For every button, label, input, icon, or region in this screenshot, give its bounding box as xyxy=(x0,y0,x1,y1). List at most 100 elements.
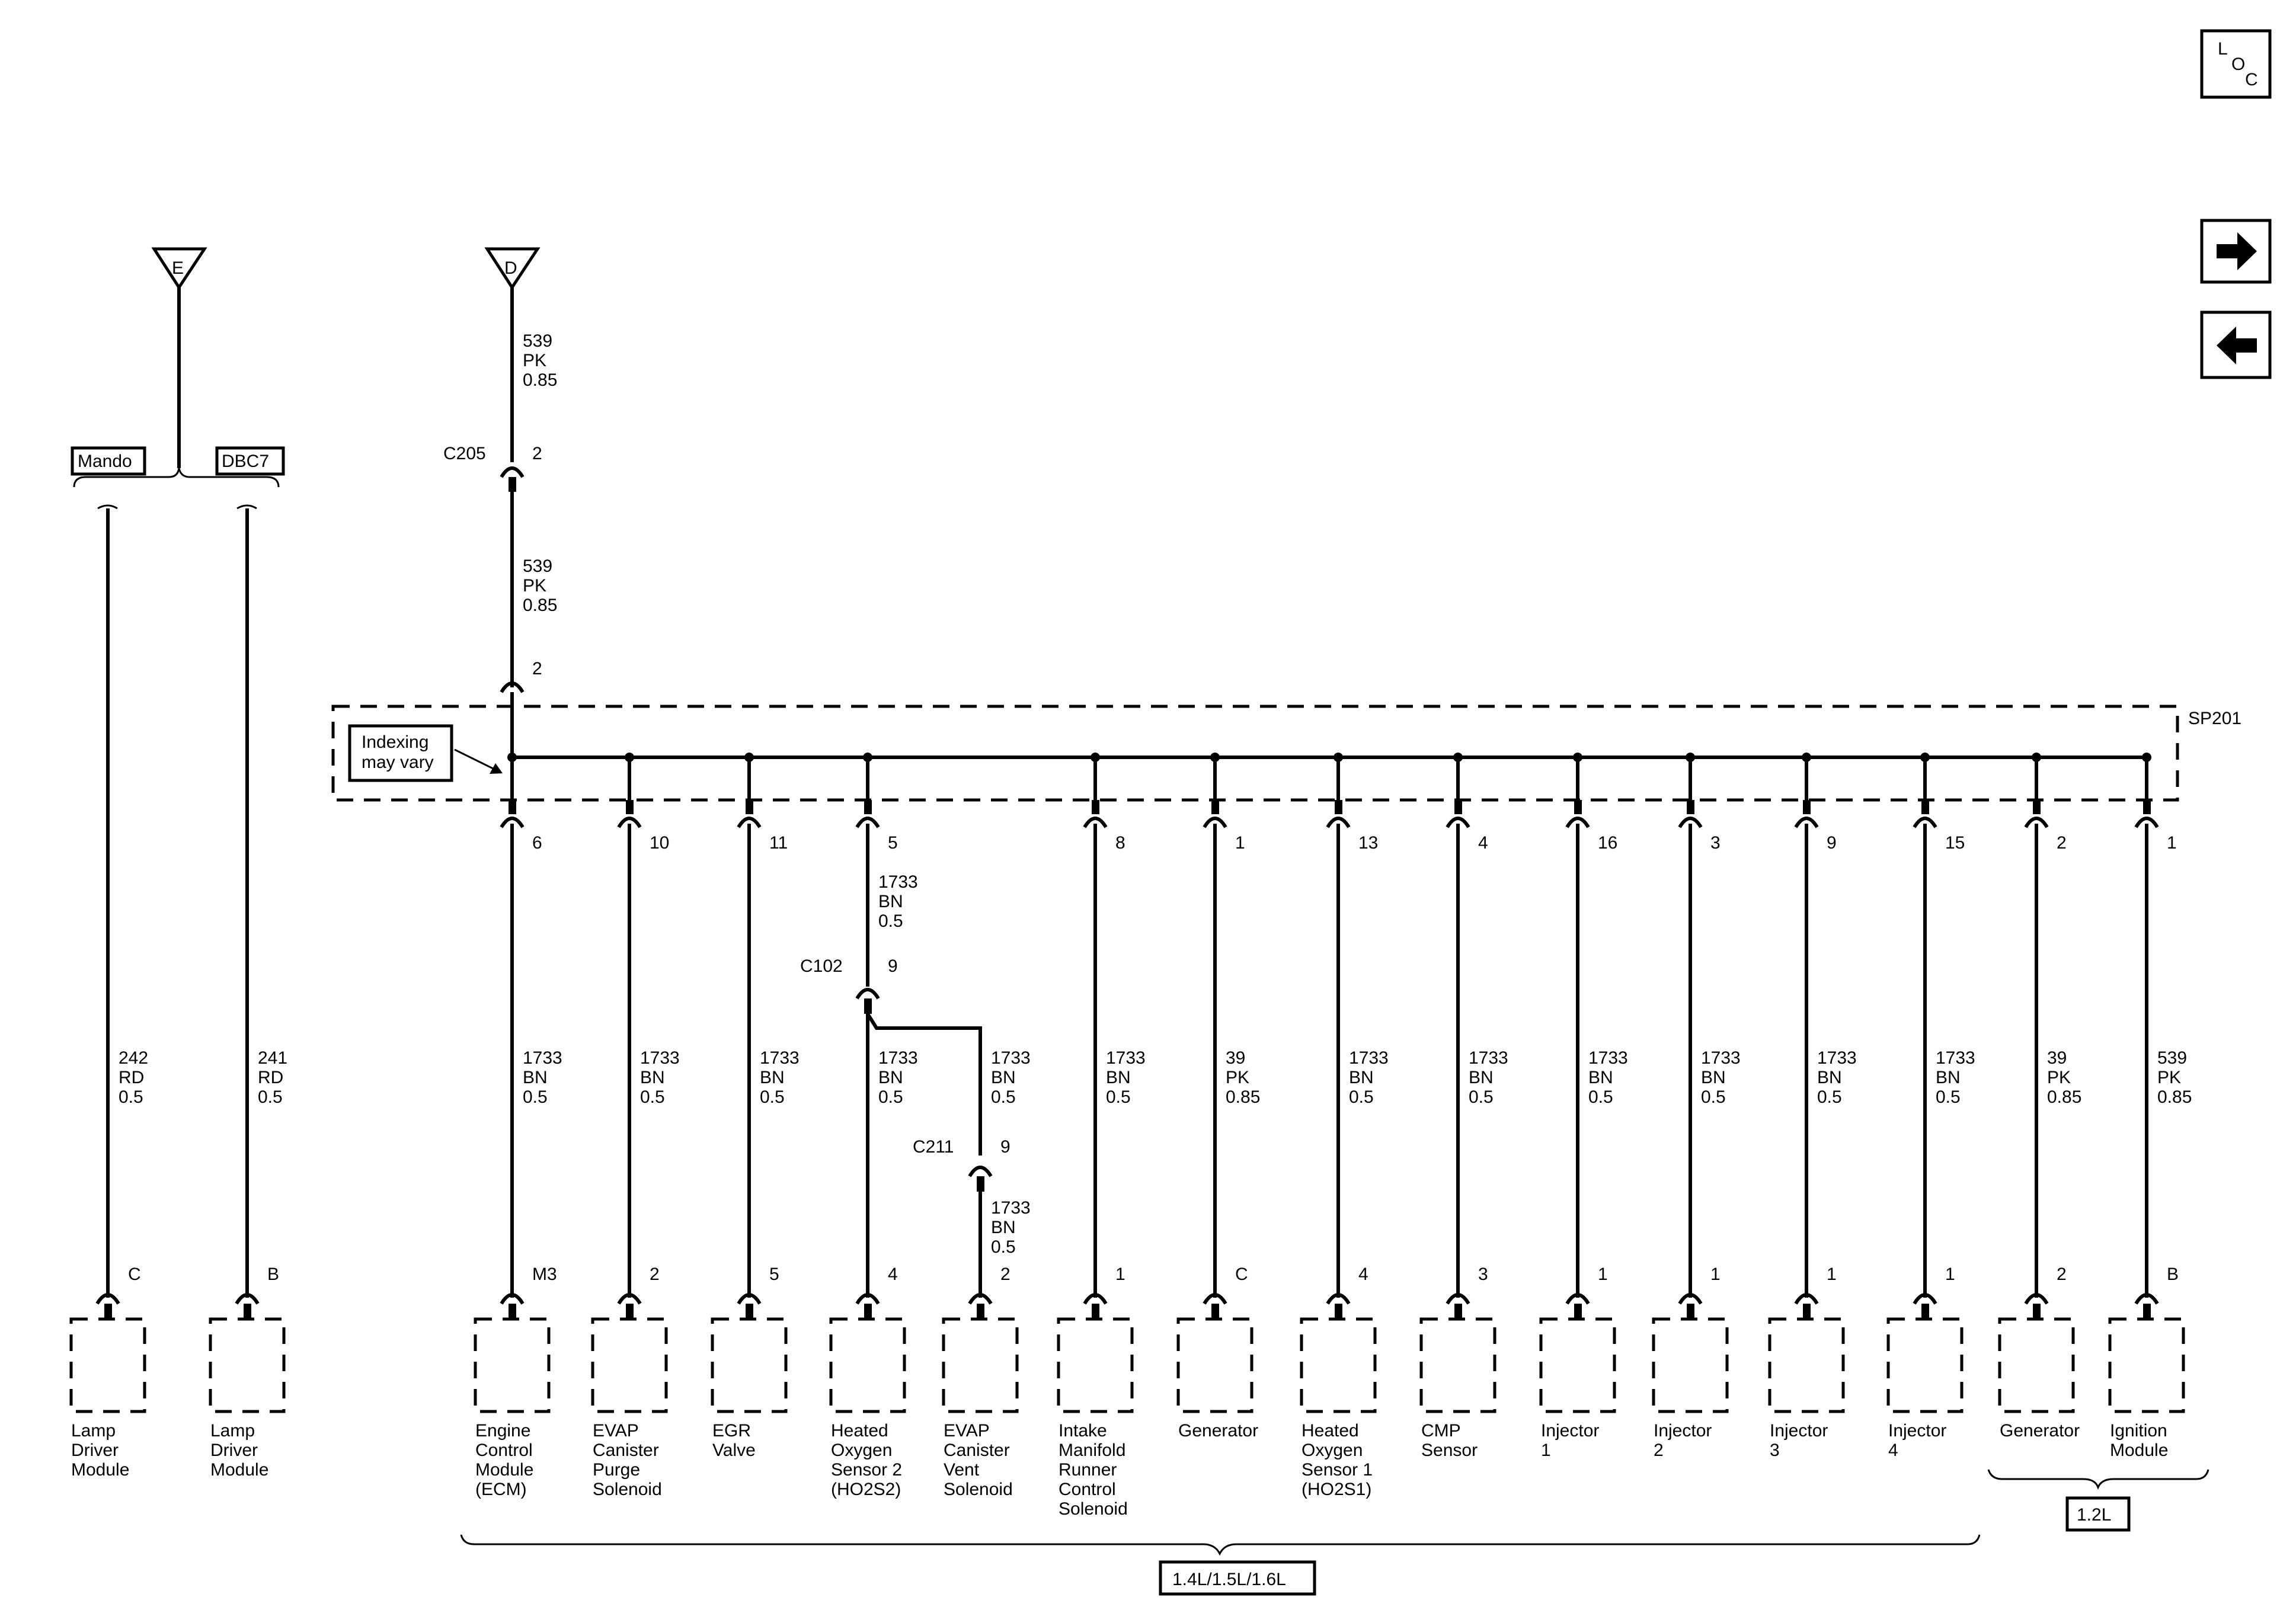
component-0-line2: Module xyxy=(475,1460,533,1480)
d-wire1-color: PK xyxy=(523,351,546,370)
component-4-line3: Solenoid xyxy=(944,1480,1013,1499)
branch-1-wire-circuit: 1733 xyxy=(640,1048,680,1068)
component-4-box xyxy=(942,1317,1019,1413)
branch-13-splice-pin: 2 xyxy=(2057,833,2067,853)
branch-10-wire-circuit: 1733 xyxy=(1701,1048,1741,1068)
branch-9-comp-pin: 1 xyxy=(1598,1265,1608,1284)
loc-button[interactable]: L O C xyxy=(2200,29,2272,99)
arrow-left-icon xyxy=(2217,327,2257,364)
component-5-line0: Intake xyxy=(1059,1421,1107,1441)
loc-letter-c: C xyxy=(2245,70,2258,89)
branch-8-wire-color: BN xyxy=(1469,1068,1494,1087)
component-11-line0: Injector xyxy=(1770,1421,1828,1441)
branch-11-wire-circuit: 1733 xyxy=(1817,1048,1857,1068)
component-8-line1: Sensor xyxy=(1421,1441,1478,1460)
branch-6-comp-pin: C xyxy=(1235,1265,1248,1284)
component-10-box xyxy=(1652,1317,1729,1413)
branch-11-splice-pin: 9 xyxy=(1827,833,1837,853)
component-10-line1: 2 xyxy=(1654,1441,1664,1460)
component-5-line1: Manifold xyxy=(1059,1441,1125,1460)
lamp-driver-module-0-line1: Driver xyxy=(71,1441,119,1460)
branch-9-wire-gauge: 0.5 xyxy=(1588,1087,1613,1107)
component-7-line2: Sensor 1 xyxy=(1302,1460,1373,1480)
group-1-2l: 1.2L xyxy=(1987,1469,2209,1532)
d-wire1-gauge: 0.85 xyxy=(523,370,557,390)
source-d-label: D xyxy=(504,258,517,278)
prev-page-button[interactable] xyxy=(2200,311,2272,379)
arrow-right-icon xyxy=(2217,232,2257,270)
component-1-line2: Purge xyxy=(593,1460,640,1480)
component-4-line1: Canister xyxy=(944,1441,1010,1460)
branch-4-wire-bottom-color: BN xyxy=(991,1218,1016,1237)
branch-0-comp-pin: M3 xyxy=(532,1265,557,1284)
branch-1-wire-color: BN xyxy=(640,1068,665,1087)
component-4-line2: Vent xyxy=(944,1460,980,1480)
component-13-line0: Generator xyxy=(2000,1421,2080,1441)
branch-14-comp-pin: B xyxy=(2167,1265,2179,1284)
branch-1-wire-gauge: 0.5 xyxy=(640,1087,665,1107)
branch-2-wire-circuit: 1733 xyxy=(760,1048,800,1068)
component-7-box xyxy=(1300,1317,1377,1413)
component-3-line3: (HO2S2) xyxy=(831,1480,901,1499)
lamp-wire-0-color: RD xyxy=(119,1068,144,1087)
branch-10-splice-pin: 3 xyxy=(1710,833,1721,853)
lamp-pin-1: B xyxy=(267,1265,279,1284)
lamp-driver-module-1-line1: Driver xyxy=(210,1441,258,1460)
component-5-line4: Solenoid xyxy=(1059,1499,1128,1519)
lamp-wire-1-circuit: 241 xyxy=(258,1048,287,1068)
branch-1-splice-pin: 10 xyxy=(650,833,669,853)
source-e-label: E xyxy=(172,258,184,278)
branch-0-wire-color: BN xyxy=(523,1068,548,1087)
component-3-line0: Heated xyxy=(831,1421,888,1441)
component-7-line3: (HO2S1) xyxy=(1302,1480,1371,1499)
component-7-line1: Oxygen xyxy=(1302,1441,1363,1460)
lamp-wire-1-color: RD xyxy=(258,1068,283,1087)
d-wire2-circuit: 539 xyxy=(523,556,552,576)
branch-12-wire-color: BN xyxy=(1936,1068,1961,1087)
branch-14-wire-circuit: 539 xyxy=(2157,1048,2187,1068)
branch-4-inline-id: C211 xyxy=(913,1137,954,1157)
branch-8-comp-pin: 3 xyxy=(1478,1265,1488,1284)
next-page-button[interactable] xyxy=(2200,219,2272,284)
group-1-4l: 1.4L/1.5L/1.6L xyxy=(460,1534,1981,1596)
branch-3-inline-pin: 9 xyxy=(888,956,898,976)
lamp-driver-branches: 242RD0.5CLampDriverModule241RD0.5BLampDr… xyxy=(69,508,287,1480)
branch-9-wire-color: BN xyxy=(1588,1068,1613,1087)
component-3-box xyxy=(829,1317,906,1413)
loc-letter-l: L xyxy=(2218,39,2228,59)
d-wire2-color: PK xyxy=(523,576,546,596)
branch-4-wire-circuit: 1733 xyxy=(991,1048,1031,1068)
branch-10-comp-pin: 1 xyxy=(1710,1265,1721,1284)
d-wire2-gauge: 0.85 xyxy=(523,596,557,615)
component-11-line1: 3 xyxy=(1770,1441,1780,1460)
branch-12-comp-pin: 1 xyxy=(1945,1265,1955,1284)
branch-9-splice-pin: 16 xyxy=(1598,833,1617,853)
branch-4-comp-pin: 2 xyxy=(1000,1265,1011,1284)
component-1-line0: EVAP xyxy=(593,1421,639,1441)
branch-14-wire-gauge: 0.85 xyxy=(2157,1087,2192,1107)
component-4-line0: EVAP xyxy=(944,1421,990,1441)
branch-8-wire-gauge: 0.5 xyxy=(1469,1087,1494,1107)
component-11-box xyxy=(1768,1317,1845,1413)
component-12-line0: Injector xyxy=(1888,1421,1946,1441)
branch-11-wire-gauge: 0.5 xyxy=(1817,1087,1842,1107)
branch-13-comp-pin: 2 xyxy=(2057,1265,2067,1284)
branch-7-wire-gauge: 0.5 xyxy=(1349,1087,1374,1107)
component-14-line0: Ignition xyxy=(2110,1421,2167,1441)
branch-1-comp-pin: 2 xyxy=(650,1265,660,1284)
branch-4-inline-pin: 9 xyxy=(1000,1137,1011,1157)
branch-4-wire-color: BN xyxy=(991,1068,1016,1087)
branch-5: 81733BN0.51IntakeManifoldRunnerControlSo… xyxy=(1057,753,1146,1519)
branch-3-wire-top-color: BN xyxy=(878,892,903,911)
branch-11-comp-pin: 1 xyxy=(1827,1265,1837,1284)
branch-11-wire-color: BN xyxy=(1817,1068,1842,1087)
indexing-note-line1: Indexing xyxy=(362,732,428,752)
d-wire1-circuit: 539 xyxy=(523,331,552,351)
component-12-box xyxy=(1886,1317,1964,1413)
